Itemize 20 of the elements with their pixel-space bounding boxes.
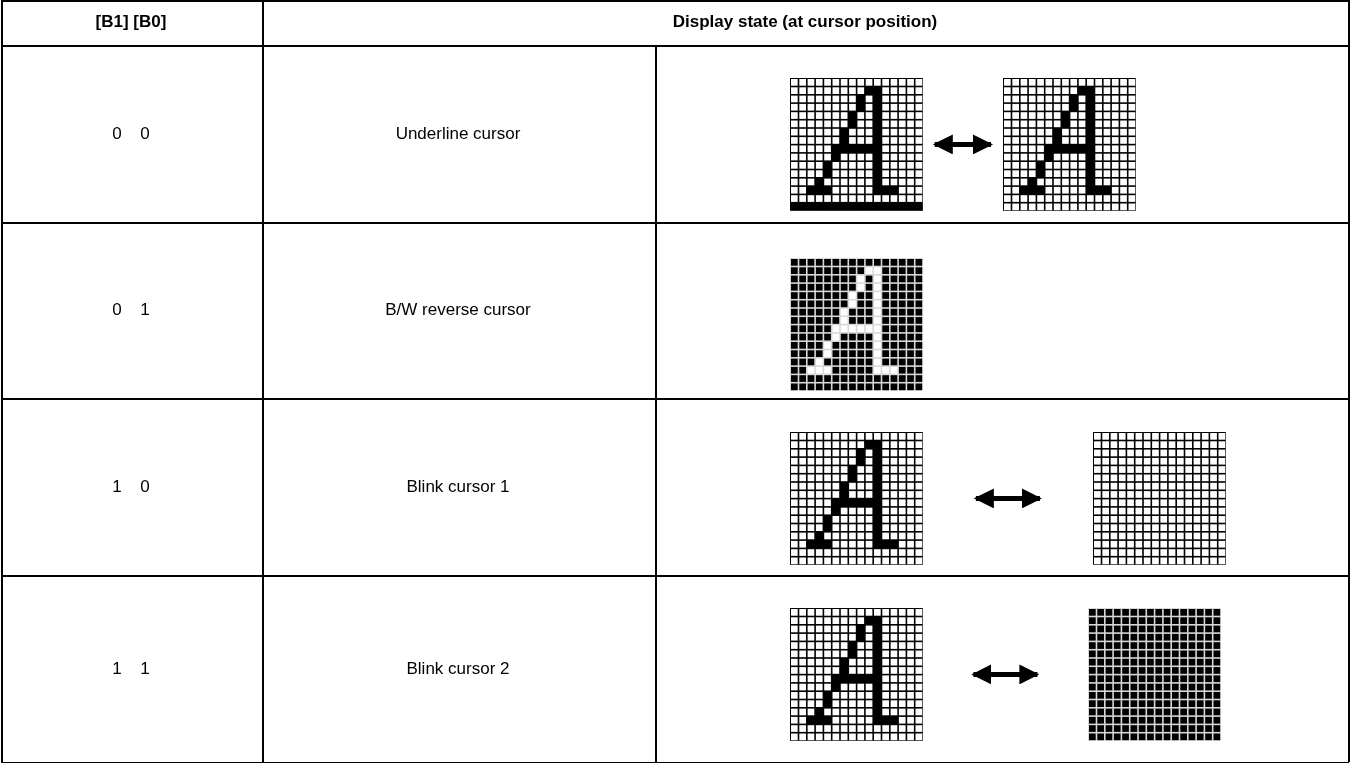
dot-matrix-drawing <box>790 78 923 211</box>
double-arrow <box>932 134 993 155</box>
cursor-mode-label: Blink cursor 1 <box>406 476 510 497</box>
dot-matrix-drawing <box>1093 432 1226 565</box>
double-arrow <box>973 488 1042 509</box>
dot-matrix-drawing <box>1088 608 1221 741</box>
dot-matrix-drawing <box>1003 78 1136 211</box>
bit-values: 0 1 <box>112 300 150 320</box>
cursor-mode-label: Underline cursor <box>395 123 521 144</box>
dot-matrix-drawing <box>790 258 923 391</box>
cursor-mode-label: B/W reverse cursor <box>385 300 531 320</box>
bit-values: 1 1 <box>112 658 150 679</box>
dot-matrix-drawing <box>790 608 923 741</box>
column-header: [B1] [B0] <box>95 12 167 32</box>
bit-values: 1 0 <box>112 476 150 497</box>
double-arrow <box>971 664 1040 685</box>
column-header: Display state (at cursor position) <box>672 12 938 32</box>
cursor-mode-label: Blink cursor 2 <box>406 658 510 679</box>
bit-values: 0 0 <box>112 123 150 144</box>
dot-matrix-drawing <box>790 432 923 565</box>
